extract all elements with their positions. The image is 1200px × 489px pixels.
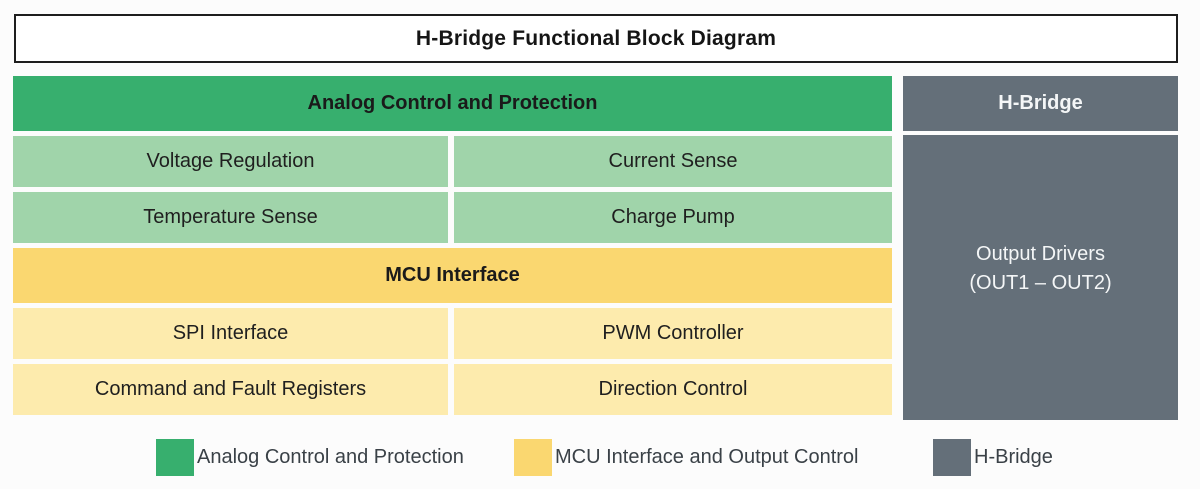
- legend-label-analog: Analog Control and Protection: [197, 445, 464, 468]
- cell-current-sense: Current Sense: [454, 136, 892, 187]
- output-drivers-line1: Output Drivers: [976, 242, 1105, 265]
- cell-voltage-regulation: Voltage Regulation: [13, 136, 448, 187]
- output-drivers-line2: (OUT1 – OUT2): [969, 271, 1112, 294]
- cell-temperature-sense: Temperature Sense: [13, 192, 448, 243]
- legend-label-hbridge: H-Bridge: [974, 445, 1053, 468]
- cell-command-fault-registers: Command and Fault Registers: [13, 364, 448, 415]
- mcu-interface-header-block: MCU Interface: [13, 248, 892, 303]
- legend: Analog Control and Protection MCU Interf…: [0, 437, 1200, 477]
- legend-item-hbridge: H-Bridge: [933, 437, 1053, 477]
- main-block-grid: Analog Control and Protection Voltage Re…: [13, 76, 892, 415]
- legend-swatch-green: [156, 438, 194, 476]
- legend-label-mcu: MCU Interface and Output Control: [555, 445, 859, 468]
- cell-pwm-controller: PWM Controller: [454, 308, 892, 359]
- legend-swatch-gray: [933, 438, 971, 476]
- diagram-title: H-Bridge Functional Block Diagram: [415, 26, 777, 50]
- legend-item-mcu: MCU Interface and Output Control: [514, 437, 858, 477]
- legend-item-analog: Analog Control and Protection: [156, 437, 464, 477]
- analog-control-header-block: Analog Control and Protection: [13, 76, 892, 131]
- legend-swatch-yellow: [514, 438, 552, 476]
- output-drivers-block: Output Drivers (OUT1 – OUT2): [903, 135, 1178, 420]
- diagram-title-box: H-Bridge Functional Block Diagram: [14, 14, 1178, 63]
- cell-spi-interface: SPI Interface: [13, 308, 448, 359]
- hbridge-header-block: H-Bridge: [903, 76, 1178, 131]
- cell-direction-control: Direction Control: [454, 364, 892, 415]
- cell-charge-pump: Charge Pump: [454, 192, 892, 243]
